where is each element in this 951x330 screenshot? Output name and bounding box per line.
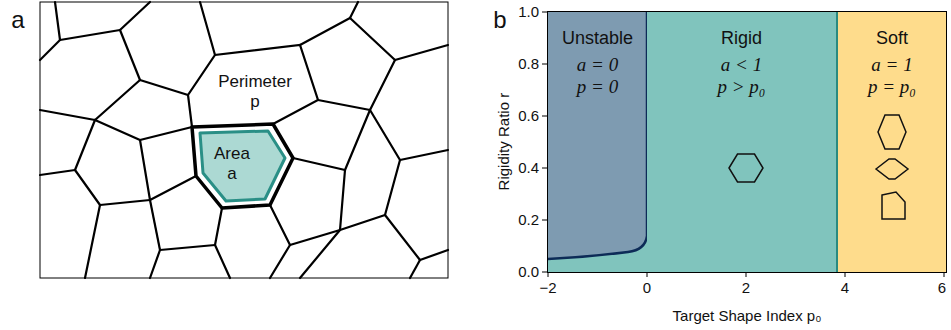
region-band-shape [647, 12, 836, 272]
region-band: Rigid a < 1p > p₀ [647, 12, 836, 272]
panel-letter: b [493, 6, 506, 34]
node-text: a = 1 [838, 54, 946, 76]
tick-label: 6 [938, 279, 946, 296]
node-text: Rigid [647, 27, 836, 49]
tick-label: 1.0 [518, 3, 539, 20]
tall-hexagon-icon [878, 115, 906, 149]
cell-area [200, 131, 285, 201]
node-text: a < 1 [647, 54, 836, 76]
axis-title: Target Shape Index p₀ [673, 307, 822, 324]
region-band: Unstable a = 0p = 0 [548, 12, 647, 272]
node-text: Unstable [548, 27, 647, 49]
cell: Perimeter pArea a [186, 118, 298, 213]
node-text: p = 0 [548, 76, 647, 98]
tick-label: 0.8 [518, 55, 539, 72]
tick-label: 0.0 [518, 263, 539, 280]
node-text: Soft [838, 27, 946, 49]
wide-hexagon-icon [876, 159, 908, 179]
irregular-icon [882, 192, 905, 219]
tick-label: 0.4 [518, 159, 539, 176]
region-band: Soft a = 1p = p₀ [836, 12, 946, 272]
tick-label: −2 [539, 279, 556, 296]
cell-outline [192, 124, 293, 208]
axis-title: Rigidity Ratio r [495, 93, 512, 191]
plot-area: Unstable a = 0p = 0 Rigid a < 1p > p₀ Soft a … [547, 11, 947, 273]
tick-label: 0.6 [518, 107, 539, 124]
cell-network [40, 2, 448, 278]
node-text: Area a [208, 144, 256, 184]
node-text: a = 0 [548, 54, 647, 76]
panel-letter: a [11, 6, 24, 34]
tick-label: 2 [742, 279, 750, 296]
region-band-shape [548, 12, 647, 272]
cell-shape [186, 118, 298, 213]
panel-frame [40, 2, 448, 278]
stability-boundary [548, 12, 647, 259]
region-band-shape [838, 12, 948, 272]
tick-label: 4 [841, 279, 849, 296]
tick-label: 0 [643, 279, 651, 296]
hexagon-icon [729, 154, 763, 182]
node-text: Perimeter p [215, 72, 295, 112]
node-text: p = p₀ [838, 76, 946, 98]
unstable-area [548, 12, 647, 259]
node-text: p > p₀ [647, 76, 836, 98]
tick-label: 0.2 [518, 211, 539, 228]
